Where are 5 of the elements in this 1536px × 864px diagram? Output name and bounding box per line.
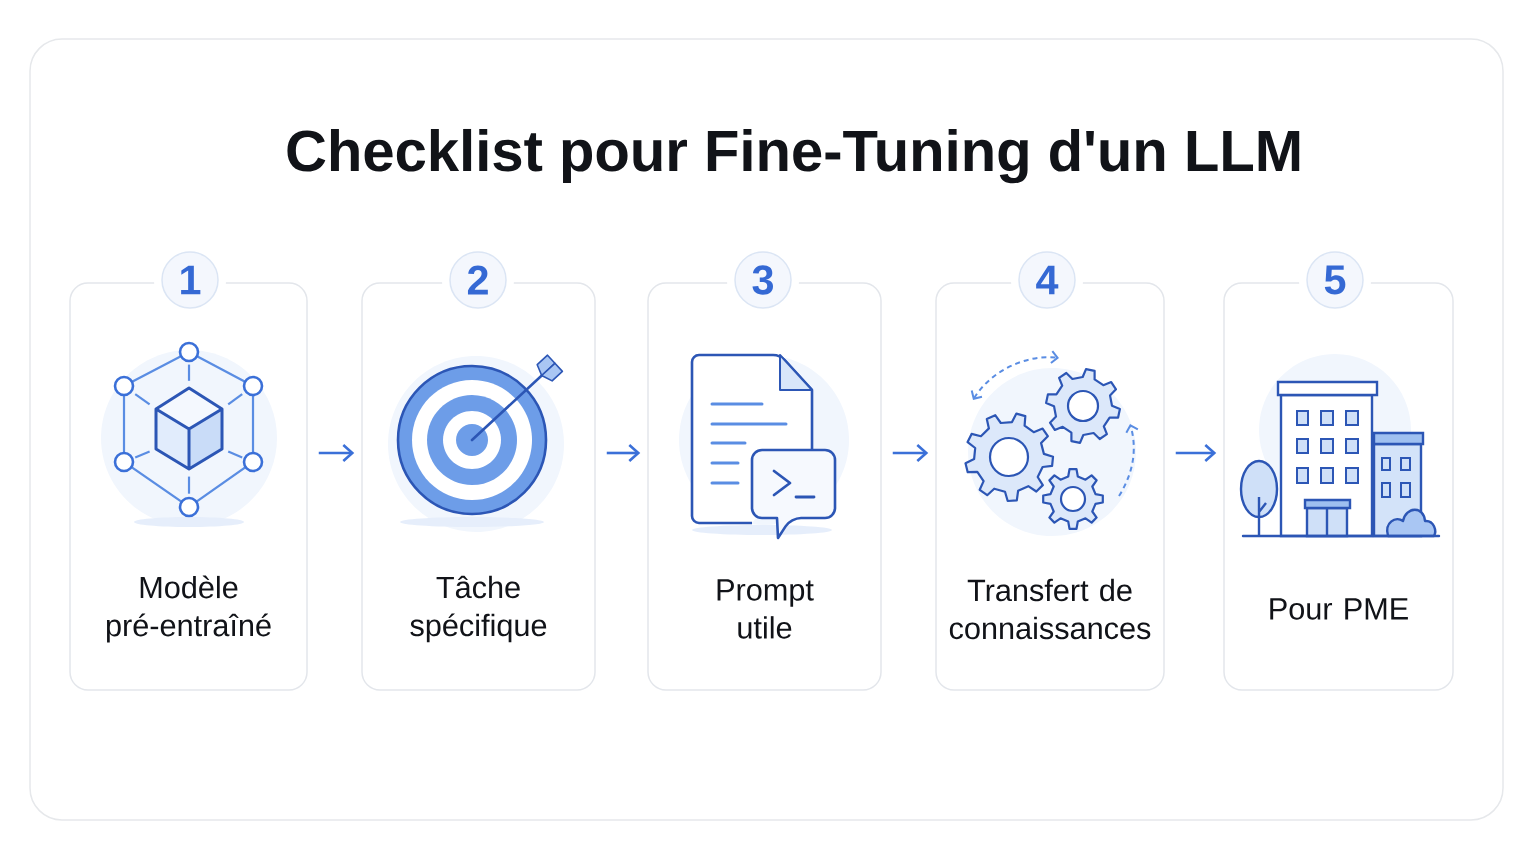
- arrow: [318, 444, 355, 462]
- arrow: [606, 444, 641, 462]
- title: Checklist pour Fine-Tuning d'un LLM: [287, 128, 1300, 184]
- arrow: [892, 444, 929, 462]
- arrow: [1175, 444, 1217, 462]
